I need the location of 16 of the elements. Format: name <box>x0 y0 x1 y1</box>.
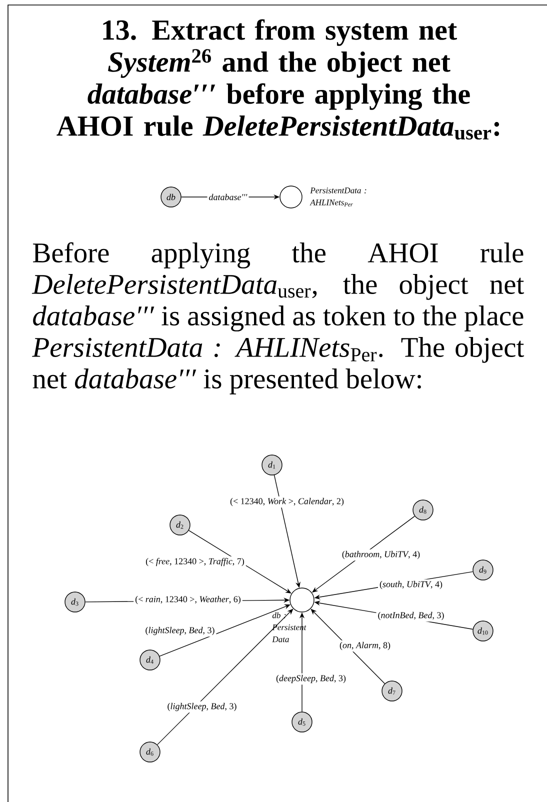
edge-label: (lightSleep, Bed, 3) <box>166 701 238 713</box>
place-circle <box>280 186 302 208</box>
edge-label: (lightSleep, Bed, 3) <box>144 625 216 637</box>
place-label: PersistentData : AHLINets$_{Per}$ <box>310 188 366 206</box>
edge-label: (south, UbiTV, 4) <box>378 579 444 591</box>
edge-label: (< 12340, Work >, Calendar, 2) <box>228 496 346 508</box>
paragraph: Before applying the AHOI rule DeletePersistentData$_{user}$, the object net database′′′ is assigned as token to the place PersistentData : AHLINets$_{Per}$. The object net database′′′ is presented below: <box>32 242 524 394</box>
edge-label: database′′′ <box>207 192 249 202</box>
edge-label: (deepSleep, Bed, 3) <box>274 673 348 685</box>
edge-label: (bathroom, UbiTV, 4) <box>340 549 422 561</box>
edge-label: (< free, 12340 >, Traffic, 7) <box>144 556 246 568</box>
edge-label: (on, Alarm, 8) <box>338 640 392 652</box>
title: 13. Extract from system net System$^{26}$ and the object net database′′′ before applying the AHOI rule DeletePersistentData$_{user}$: <box>56 19 500 140</box>
edge-label: (< rain, 12340 >, Weather, 6) <box>134 594 242 606</box>
edge-label: (notInBed, Bed, 3) <box>376 610 446 622</box>
place-circle <box>290 588 314 612</box>
